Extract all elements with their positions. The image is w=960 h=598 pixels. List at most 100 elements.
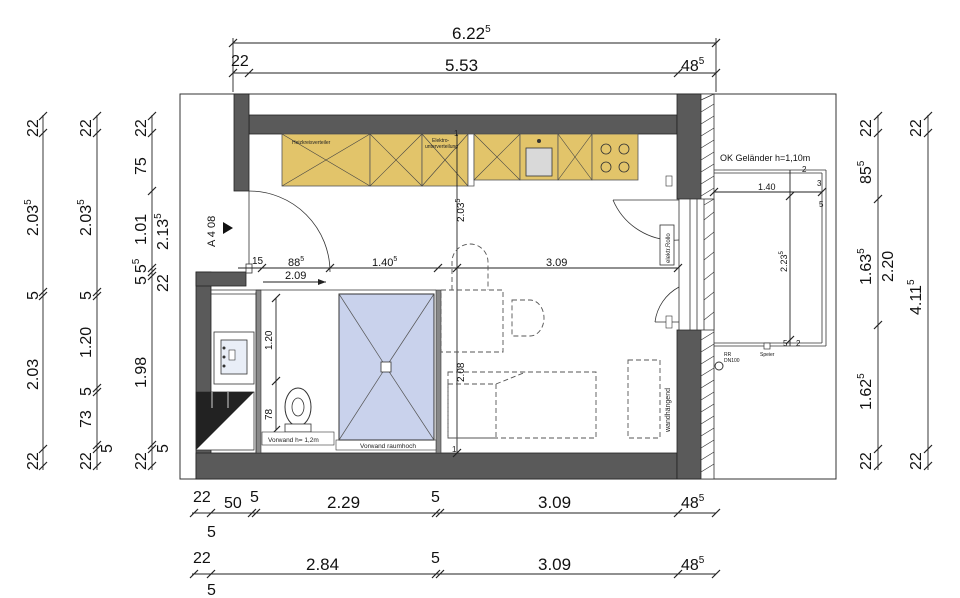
kitchen-row: Heizkreisverteiler Elektro- unterverteil… — [281, 129, 639, 187]
shower-drain-icon — [380, 361, 392, 373]
dim-top-right: 485 — [681, 56, 705, 75]
dim-right2-22-top: 22 — [908, 119, 925, 137]
chair-right — [511, 299, 545, 337]
label-room: A 4 08 — [206, 216, 218, 247]
sink-basin — [525, 147, 553, 177]
dim-int-309: 3.09 — [546, 257, 567, 269]
dim-left3-5: 5 — [155, 444, 172, 453]
window-frame — [678, 198, 715, 331]
dim-b1-229: 2.29 — [327, 493, 360, 512]
dim-int-120: 1.20 — [264, 330, 275, 350]
dim-b2-48: 485 — [681, 555, 705, 574]
label-speier: Speier — [760, 352, 775, 358]
dim-top-mid: 5.53 — [445, 56, 478, 75]
dim-right2-22-bot: 22 — [908, 452, 925, 470]
wall-top — [248, 114, 678, 135]
wall-left-upper — [233, 93, 250, 192]
dim-int-208: 2.08 — [456, 362, 467, 382]
dim-left2-120: 1.20 — [78, 327, 95, 358]
label-rr-dn: DN100 — [724, 358, 740, 364]
dim-left2-5b: 5 — [78, 387, 95, 396]
dim-left3-22-side: 22 — [155, 274, 172, 292]
wall-bottom — [195, 452, 678, 480]
dim-int-88: 885 — [288, 256, 304, 269]
divider-strip — [467, 133, 475, 187]
table — [440, 289, 504, 353]
bed-pillow — [447, 383, 497, 439]
label-balcony-w: 1.40 — [758, 182, 776, 192]
label-one-bottom: 1 — [452, 445, 457, 454]
rolladen-box — [659, 224, 675, 266]
toilet — [284, 387, 312, 427]
dim-left1-22-bot: 22 — [25, 452, 42, 470]
label-wandhaengend: wandhängend — [665, 388, 672, 433]
dimension-text: 6.225 22 5.53 485 22 50 5 2.29 5 3.09 48… — [23, 24, 925, 598]
dim-left2-5c: 5 — [99, 444, 116, 453]
dim-b1-5b: 5 — [431, 489, 440, 506]
rain-pipe-icon — [714, 361, 724, 371]
dim-int-140: 1.405 — [372, 256, 397, 269]
dim-left1-203a: 2.035 — [23, 199, 42, 236]
dim-b2-309: 3.09 — [538, 555, 571, 574]
dimension-lines — [38, 38, 933, 579]
interior-dims: 15 885 1.405 3.09 2.09 2.035 2.08 1 1.20… — [238, 134, 683, 458]
dim-b2-22: 22 — [193, 550, 211, 567]
dim-left1-203b: 2.03 — [25, 359, 42, 390]
dim-left3-75: 75 — [133, 157, 150, 175]
label-elektro-1: Elektro- — [432, 138, 450, 144]
label-one-top: 1 — [454, 129, 459, 138]
label-elektro-2: unterverteilung — [425, 144, 458, 150]
dim-left2-5a: 5 — [78, 291, 95, 300]
dim-right-mid-220: 2.20 — [880, 251, 897, 282]
wall-right-lower — [676, 329, 702, 480]
dim-right1-22-bot: 22 — [858, 452, 875, 470]
dim-left2-22-bot: 22 — [78, 452, 95, 470]
dim-b1-50: 50 — [224, 495, 242, 512]
cabinet-cooktop — [591, 133, 639, 181]
label-vorwand-1: Vorwand h= 1,2m — [268, 437, 319, 444]
label-rr: RR — [724, 352, 732, 358]
entrance-arrow-icon — [223, 222, 233, 234]
dim-b1-48: 485 — [681, 493, 705, 512]
doors: A 4 08 elektr.Rollo — [206, 175, 680, 329]
wall-right-upper — [676, 93, 702, 200]
dim-left1-22-top: 22 — [25, 119, 42, 137]
dim-right1-85: 855 — [856, 160, 875, 184]
furniture: wandhängend — [440, 243, 672, 439]
dim-left3-22-bot: 22 — [133, 452, 150, 470]
dim-int-78: 78 — [264, 408, 275, 420]
dim-b1-309: 3.09 — [538, 493, 571, 512]
wardrobe — [627, 359, 661, 439]
label-balcony-n1: 2 — [802, 165, 807, 174]
bed — [447, 371, 597, 439]
dim-left2-22-top: 22 — [78, 119, 95, 137]
dim-right2-411: 4.115 — [906, 279, 925, 315]
label-balcony-n3: 5 — [819, 200, 824, 209]
dim-left3-213: 2.135 — [153, 213, 172, 250]
dim-b1-under: 5 — [207, 524, 216, 541]
bathroom: Vorwand h= 1,2m Vorwand raumhoch — [195, 292, 437, 453]
label-balcony-h: 2.235 — [779, 250, 789, 272]
building — [179, 93, 837, 480]
dim-top-total: 6.225 — [452, 24, 491, 43]
dim-right1-163: 1.635 — [856, 248, 875, 285]
label-balcony-n5: 2 — [796, 339, 801, 348]
dim-left2-203: 2.035 — [76, 199, 95, 236]
wall-partition-bath — [255, 289, 262, 454]
dim-int-203: 2.035 — [455, 199, 467, 222]
label-balcony-n2: 3 — [817, 179, 822, 188]
chair-top — [451, 243, 489, 290]
dim-int-15: 15 — [252, 256, 264, 267]
dim-b1-22: 22 — [193, 489, 211, 506]
label-heizkreis: Heizkreisverteiler — [292, 140, 331, 146]
label-vorwand-2: Vorwand raumhoch — [360, 443, 416, 450]
dim-b2-under: 5 — [207, 582, 216, 598]
dim-top-left: 22 — [231, 53, 249, 70]
dim-b2-5: 5 — [431, 550, 440, 567]
dim-b1-5a: 5 — [250, 489, 259, 506]
dim-left2-73: 73 — [78, 410, 95, 428]
label-gelaender: OK Geländer h=1,10m — [720, 153, 810, 163]
dim-right1-22-top: 22 — [858, 119, 875, 137]
dim-left3-101: 1.01 — [133, 214, 150, 245]
